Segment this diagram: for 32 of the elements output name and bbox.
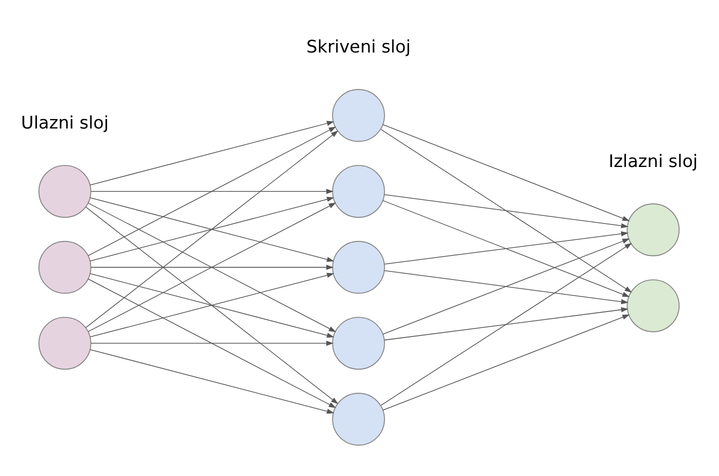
arrow	[90, 349, 334, 414]
node-circle	[626, 203, 680, 256]
label: Izlazni sloj	[608, 152, 698, 172]
arrow	[384, 231, 628, 264]
arrow	[88, 278, 336, 408]
label: Skriveni sloj	[306, 37, 411, 58]
arrow	[90, 188, 334, 194]
node-circle	[332, 316, 385, 370]
arrow	[384, 307, 628, 340]
arrow	[382, 200, 630, 297]
node-circle	[332, 89, 385, 142]
node-circle	[626, 279, 680, 332]
node-circle	[38, 316, 92, 370]
arrow	[86, 206, 338, 404]
arrow	[88, 126, 336, 256]
arrow	[382, 124, 630, 222]
arrow	[86, 130, 338, 328]
arrow	[90, 120, 334, 186]
arrow	[382, 238, 630, 335]
arrow	[384, 194, 628, 228]
arrow	[380, 242, 632, 406]
node-circle	[38, 240, 92, 294]
label: Ulazni sloj	[21, 113, 109, 134]
node-circle	[38, 164, 92, 218]
node-circle	[332, 392, 385, 446]
arrow	[382, 314, 630, 410]
arrow	[90, 340, 334, 346]
arrow	[380, 129, 632, 293]
node-circle	[332, 240, 385, 294]
arrow	[90, 264, 334, 270]
arrow	[384, 270, 628, 304]
node-circle	[332, 164, 385, 218]
